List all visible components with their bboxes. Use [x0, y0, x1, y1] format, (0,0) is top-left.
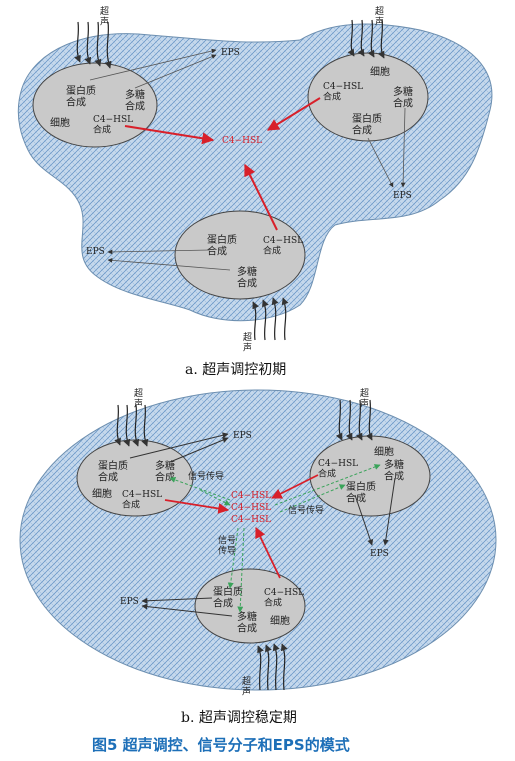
ultrasound-label: 超声 — [100, 5, 109, 27]
protein-synthesis-label: 蛋白质合成 — [98, 459, 128, 484]
cell-bottom-a — [174, 210, 306, 300]
label-line: 声 — [360, 397, 369, 409]
protein-synthesis-label: 蛋白质合成 — [352, 112, 382, 137]
signal-arrow — [164, 499, 230, 514]
label-line: 声 — [134, 397, 143, 409]
eps-arrow — [134, 54, 217, 89]
label-line: 合成 — [155, 471, 175, 484]
signal-transduction-label: 信号传导 — [218, 534, 236, 556]
eps-arrow — [89, 48, 217, 81]
label-line: 合成 — [318, 467, 336, 479]
cell-bottom-b — [194, 568, 306, 644]
cell-label: 细胞 — [374, 445, 394, 458]
eps-arrow — [169, 437, 229, 463]
signal-arrow — [266, 97, 321, 131]
label-line: 合成 — [237, 277, 257, 290]
label-line: 声 — [375, 15, 384, 27]
ultrasound-waves — [74, 19, 385, 341]
label-line: 合成 — [393, 97, 413, 110]
eps-arrow — [107, 257, 231, 271]
polysaccharide-synthesis-label: 多糖合成 — [237, 610, 257, 635]
eps-arrow — [107, 249, 211, 255]
polysaccharide-synthesis-label: 多糖合成 — [384, 458, 404, 483]
protein-synthesis-label: 蛋白质合成 — [207, 233, 237, 258]
panel-b-caption: b. 超声调控稳定期 — [181, 710, 297, 726]
eps-arrow — [354, 494, 374, 546]
eps-arrow — [129, 432, 229, 459]
biofilm-b — [19, 389, 497, 691]
panel-a-caption: a. 超声调控初期 — [185, 361, 286, 378]
eps-label: EPS — [393, 191, 412, 201]
label-line: 合成 — [122, 498, 140, 510]
label-line: 合成 — [93, 123, 111, 135]
cell-label: 细胞 — [92, 487, 112, 500]
label-line: 合成 — [125, 100, 145, 113]
eps-arrow — [141, 603, 233, 617]
protein-synthesis-label: 蛋白质合成 — [213, 585, 243, 610]
label-line: 合成 — [207, 245, 227, 258]
c4hsl-signal: C4−HSL — [222, 136, 262, 146]
eps-arrow — [382, 477, 396, 546]
label-line: 声 — [242, 685, 251, 697]
signal-arrow — [244, 163, 278, 231]
label-line: 合成 — [66, 96, 86, 109]
signal-transduction-label: 信号传导 — [188, 470, 224, 482]
cell-label: 细胞 — [270, 614, 290, 627]
eps-label: EPS — [86, 247, 105, 257]
protein-synthesis-label: 蛋白质合成 — [66, 84, 96, 109]
c4hsl-signal: C4−HSL — [231, 515, 271, 525]
transduction-arrows — [169, 464, 381, 613]
ultrasound-waves — [114, 399, 373, 691]
c4hsl-signal: C4−HSL — [231, 491, 271, 501]
label-line: 合成 — [352, 124, 372, 137]
label-line: 合成 — [264, 596, 282, 608]
label-line: 合成 — [323, 90, 341, 102]
signal-transduction-label: 信号传导 — [288, 504, 324, 516]
label-line: 声 — [243, 341, 252, 353]
cell-label: 细胞 — [370, 65, 390, 78]
eps-arrow — [367, 137, 394, 188]
eps-label: EPS — [221, 48, 240, 58]
eps-arrow — [400, 107, 406, 188]
eps-arrow — [141, 597, 213, 604]
label-line: 合成 — [384, 470, 404, 483]
eps-label: EPS — [370, 549, 389, 559]
signal-arrow — [255, 527, 281, 579]
label-line: 合成 — [237, 622, 257, 635]
label-line: 合成 — [263, 244, 281, 256]
eps-label: EPS — [120, 597, 139, 607]
figure-title: 图5 超声调控、信号分子和EPS的模式 — [92, 736, 350, 754]
c4hsl-signal: C4−HSL — [231, 503, 271, 513]
ultrasound-label: 超声 — [243, 331, 252, 353]
polysaccharide-synthesis-label: 多糖合成 — [155, 459, 175, 484]
ultrasound-label: 超声 — [242, 675, 251, 697]
signal-arrow — [124, 125, 215, 145]
polysaccharide-synthesis-label: 多糖合成 — [393, 85, 413, 110]
signal-arrow — [271, 474, 319, 499]
label-line: 声 — [100, 15, 109, 27]
label-line: 合成 — [98, 471, 118, 484]
polysaccharide-synthesis-label: 多糖合成 — [125, 88, 145, 113]
ultrasound-label: 超声 — [360, 387, 369, 409]
label-line: 传导 — [218, 544, 236, 556]
ultrasound-label: 超声 — [134, 387, 143, 409]
label-line: 合成 — [213, 597, 233, 610]
eps-label: EPS — [233, 431, 252, 441]
cell-label: 细胞 — [50, 116, 70, 129]
polysaccharide-synthesis-label: 多糖合成 — [237, 265, 257, 290]
ultrasound-label: 超声 — [375, 5, 384, 27]
